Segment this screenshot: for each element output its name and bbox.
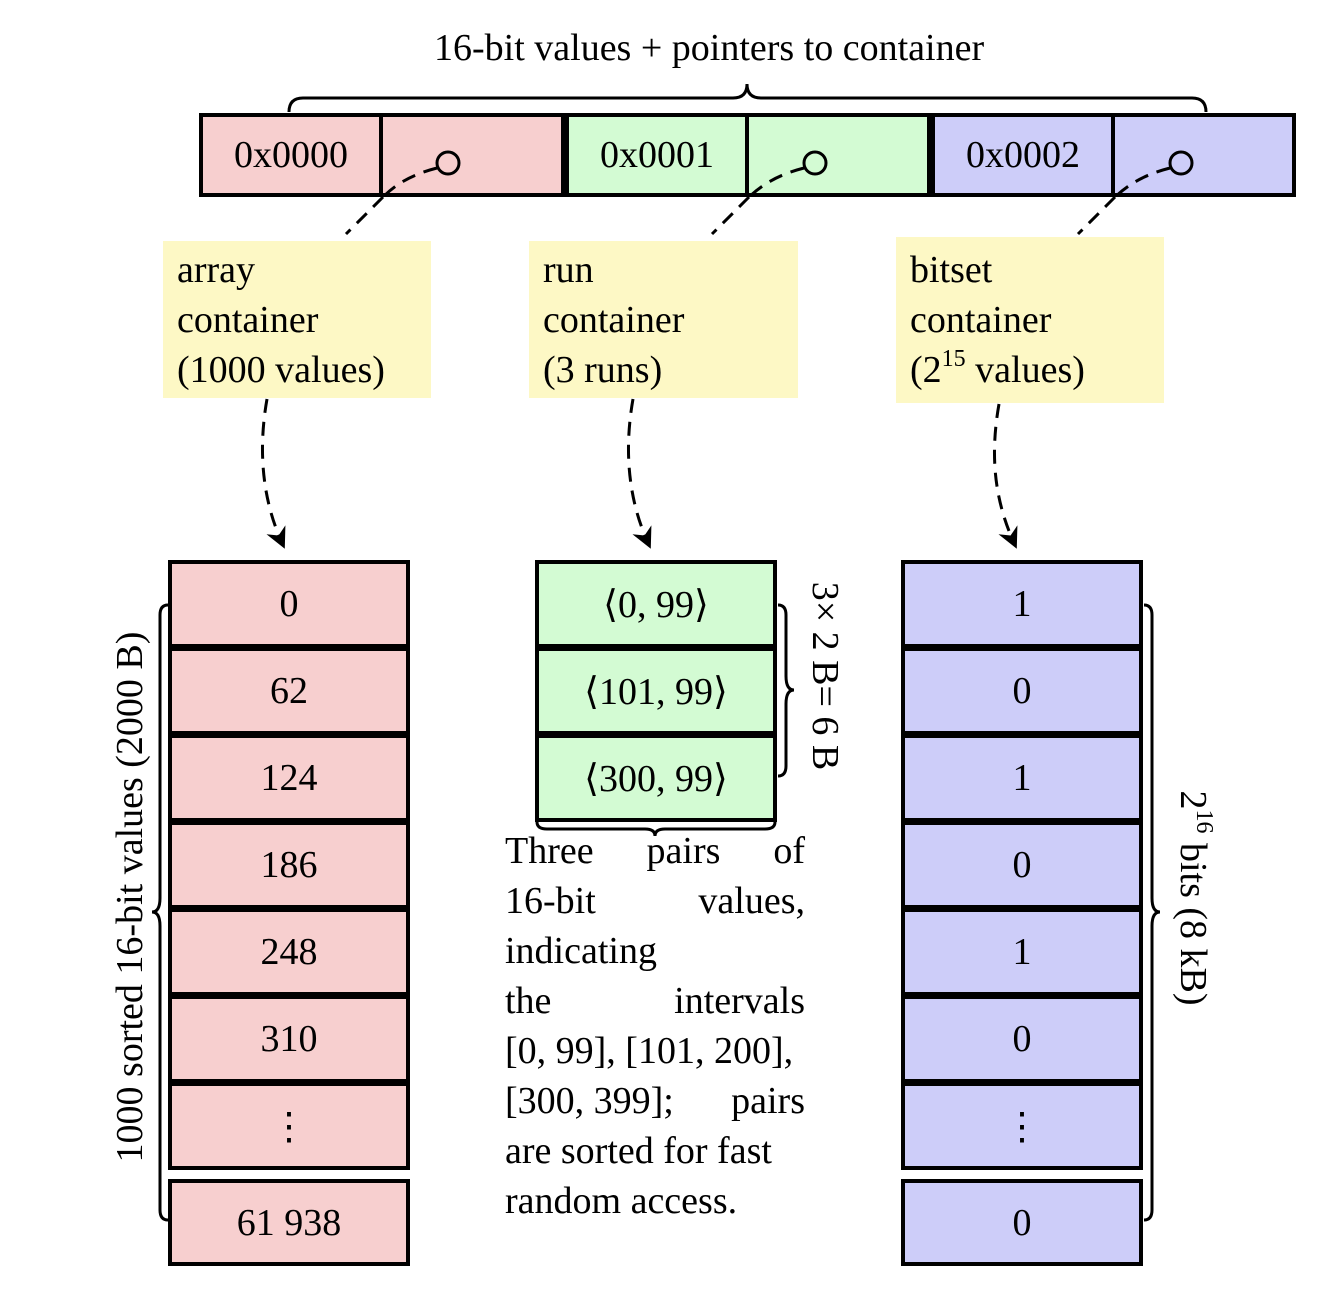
- note-line: bitset: [910, 249, 993, 291]
- run-bottom-brace: [535, 821, 777, 837]
- pointer-cell-0: [383, 113, 565, 197]
- pointer-1: [710, 150, 828, 236]
- note-line: run: [543, 249, 594, 291]
- bitset-cell: 0: [901, 821, 1143, 909]
- bitset-cell: 0: [901, 995, 1143, 1083]
- bitset-cell: ⋮: [901, 1082, 1143, 1170]
- note-line: container: [543, 299, 685, 341]
- desc-line: [0, 99], [101, 200],: [505, 1030, 794, 1072]
- key-cell-0: 0x0000: [199, 113, 383, 197]
- array-cell: 310: [168, 995, 410, 1083]
- key-cell-1: 0x0001: [565, 113, 749, 197]
- desc-line: are sorted for fast: [505, 1130, 772, 1172]
- key-label: 0x0002: [966, 134, 1080, 176]
- array-cell: 62: [168, 647, 410, 735]
- array-cell: 124: [168, 734, 410, 822]
- array-cell: 186: [168, 821, 410, 909]
- top-brace: [287, 83, 1208, 113]
- desc-line: indicating: [505, 930, 657, 972]
- arrow-bitset: [993, 403, 1018, 549]
- desc-line: random access.: [505, 1180, 738, 1222]
- arrow-array: [261, 398, 286, 549]
- pointer-cell-1: [749, 113, 931, 197]
- arrow-run: [627, 398, 652, 549]
- pointer-circle-icon: [1168, 150, 1194, 176]
- pointer-2: [1076, 150, 1194, 236]
- bitset-cell: 0: [901, 647, 1143, 735]
- note-bitset-container: bitset container (215 values): [896, 237, 1164, 403]
- run-cell: ⟨300, 99⟩: [535, 734, 777, 822]
- note-line: container: [910, 299, 1052, 341]
- bitset-cell: 1: [901, 908, 1143, 996]
- pointer-circle-icon: [435, 150, 461, 176]
- bitset-cell: 0: [901, 1179, 1143, 1266]
- note-line: (3 runs): [543, 349, 663, 391]
- note-line: container: [177, 299, 319, 341]
- run-cell: ⟨101, 99⟩: [535, 647, 777, 735]
- array-brace: [151, 603, 169, 1222]
- note-run-container: run container (3 runs): [529, 241, 798, 398]
- array-cell: 248: [168, 908, 410, 996]
- header-title: 16-bit values + pointers to container: [434, 27, 985, 69]
- bitset-cell: 1: [901, 560, 1143, 648]
- array-cell: 61 938: [168, 1179, 410, 1266]
- array-cell: 0: [168, 560, 410, 648]
- note-line: (215 values): [910, 346, 1085, 391]
- note-line: (1000 values): [177, 349, 385, 391]
- bitset-brace: [1143, 603, 1161, 1222]
- key-cell-2: 0x0002: [931, 113, 1115, 197]
- bitset-cell: 1: [901, 734, 1143, 822]
- key-label: 0x0000: [234, 134, 348, 176]
- note-line: array: [177, 249, 256, 291]
- desc-line: [300, 399];pairs: [505, 1080, 805, 1122]
- pointer-cell-2: [1115, 113, 1296, 197]
- run-cell: ⟨0, 99⟩: [535, 560, 777, 648]
- pointer-0: [344, 150, 461, 236]
- pointer-circle-icon: [802, 150, 828, 176]
- run-brace: [777, 603, 795, 778]
- array-cell: ⋮: [168, 1082, 410, 1170]
- key-label: 0x0001: [600, 134, 714, 176]
- note-array-container: array container (1000 values): [163, 241, 431, 398]
